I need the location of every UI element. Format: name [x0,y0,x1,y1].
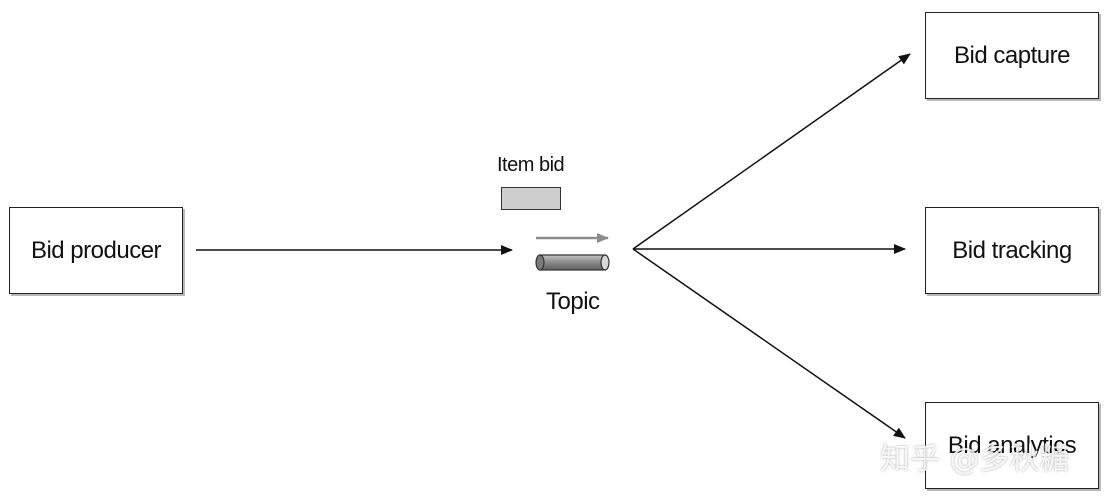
topic-label: Topic [546,288,600,315]
topic-cylinder-icon [535,254,610,271]
bid-producer-box: Bid producer [9,207,183,294]
bid-capture-label: Bid capture [954,41,1070,69]
item-bid-message-rect [501,187,561,210]
bid-producer-label: Bid producer [30,236,162,264]
item-bid-label: Item bid [497,154,565,176]
topic-to-analytics-arrow [632,248,906,439]
bid-capture-box: Bid capture [925,12,1099,99]
topic-to-capture-arrow [632,53,911,250]
bid-tracking-box: Bid tracking [925,207,1099,294]
bid-tracking-label: Bid tracking [952,236,1072,264]
bid-analytics-label: Bid analytics [947,431,1077,459]
bid-analytics-box: Bid analytics [925,402,1099,489]
